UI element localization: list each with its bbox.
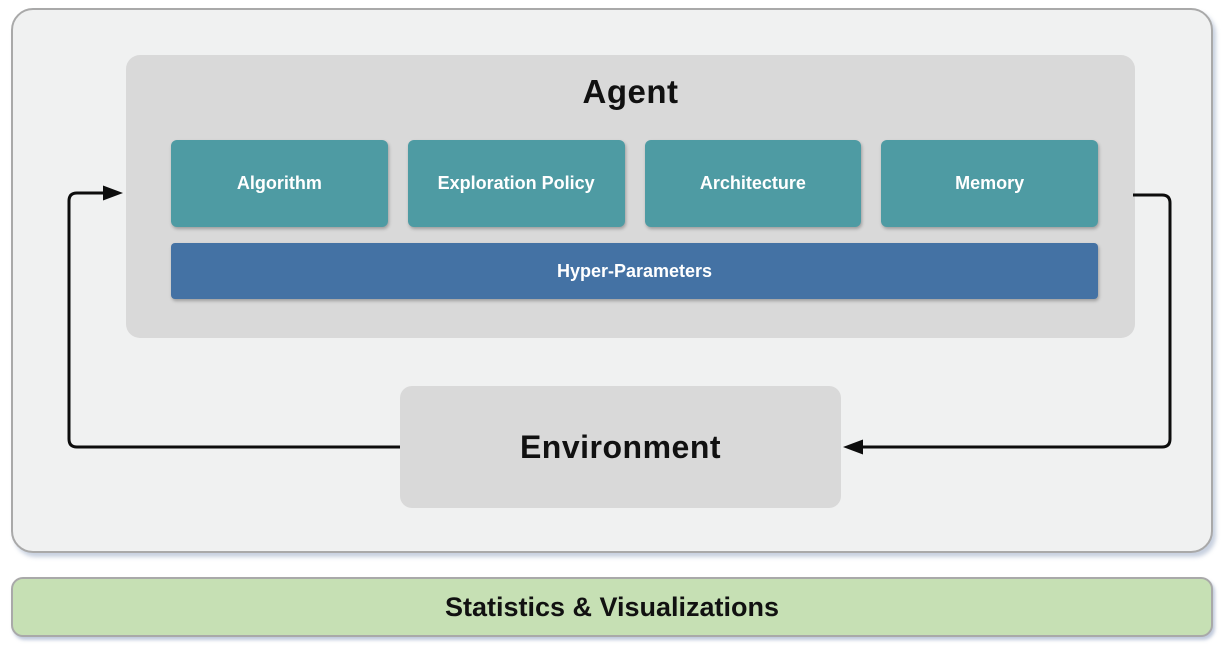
- statistics-visualizations-label: Statistics & Visualizations: [444, 591, 780, 622]
- statistics-visualizations-bar: Statistics & Visualizations: [11, 577, 1213, 637]
- component-architecture: Architecture: [644, 140, 862, 227]
- component-exploration-policy: Exploration Policy: [407, 140, 625, 227]
- agent-components-row: Algorithm Exploration Policy Architectur…: [171, 140, 1098, 227]
- environment-label: Environment: [519, 428, 722, 465]
- component-algorithm: Algorithm: [171, 140, 388, 227]
- component-exploration-policy-label: Exploration Policy: [437, 173, 595, 193]
- agent-title: Agent: [582, 73, 679, 110]
- component-algorithm-label: Algorithm: [236, 173, 322, 193]
- component-architecture-label: Architecture: [699, 173, 806, 193]
- hyper-parameters-label: Hyper-Parameters: [556, 260, 713, 281]
- hyper-parameters-bar: Hyper-Parameters: [171, 243, 1098, 299]
- agent-panel: Agent Algorithm Exploration Policy Archi…: [126, 55, 1135, 338]
- component-memory: Memory: [881, 140, 1098, 227]
- environment-box: Environment: [400, 386, 841, 508]
- component-memory-label: Memory: [955, 173, 1025, 193]
